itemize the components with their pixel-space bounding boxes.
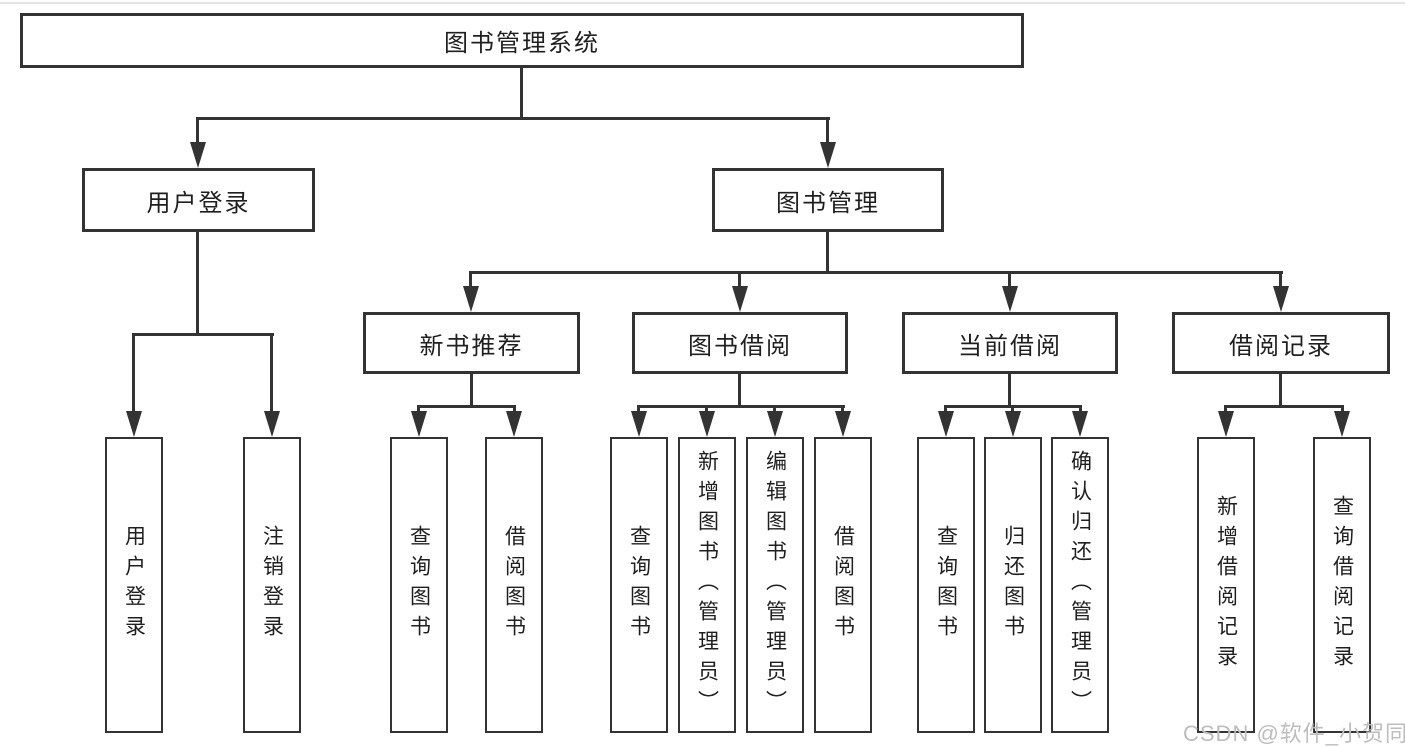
connector-borrowrecord-drop [1279, 271, 1282, 289]
arrow-down-icon [264, 411, 280, 437]
connector-leaf-drop [1341, 405, 1344, 415]
node-borrow-books-borrowing: 借阅图书 [814, 437, 872, 733]
node-label: 图书借阅 [688, 332, 792, 360]
connector-bookborrow-stem [738, 374, 741, 407]
node-label: 用户登录 [146, 189, 251, 217]
node-book-management: 图书管理 [712, 168, 944, 232]
connector-leaf-drop [1011, 405, 1014, 415]
arrow-down-icon [699, 411, 715, 437]
connector-root-stem [520, 68, 523, 118]
node-query-books-borrowing: 查询图书 [610, 437, 668, 733]
arrow-down-icon [190, 142, 206, 168]
arrow-down-icon [938, 411, 954, 437]
arrow-down-icon [1334, 411, 1350, 437]
arrow-down-icon [1273, 286, 1289, 312]
connector-root-hbar [196, 117, 830, 120]
connector-bookmgmt-stem [826, 232, 829, 274]
connector-userlogin-hbar [132, 333, 274, 336]
node-label: 新增借阅记录 [1214, 495, 1238, 675]
connector-leaf-drop [773, 405, 776, 415]
arrow-down-icon [732, 286, 748, 312]
arrow-down-icon [126, 411, 142, 437]
node-label: 确认归还（管理员） [1068, 450, 1092, 720]
node-new-book-recommend: 新书推荐 [363, 312, 580, 374]
connector-login-leaf-drop [132, 333, 135, 413]
node-label: 新增图书（管理员） [695, 450, 719, 720]
node-borrow-books-recommend: 借阅图书 [485, 437, 543, 733]
arrow-down-icon [1218, 411, 1234, 437]
arrow-down-icon [1002, 286, 1018, 312]
arrow-down-icon [835, 411, 851, 437]
node-label: 图书管理系统 [444, 30, 600, 57]
connector-leaf-drop [1079, 405, 1082, 415]
node-query-books-recommend: 查询图书 [390, 437, 448, 733]
connector-userlogin-drop [196, 117, 199, 147]
arrow-down-icon [1005, 411, 1021, 437]
connector-borrowrecord-stem [1279, 374, 1282, 407]
node-label: 查询图书 [407, 525, 431, 645]
node-label: 编辑图书（管理员） [763, 450, 787, 720]
node-label: 查询图书 [934, 525, 958, 645]
node-add-book-admin: 新增图书（管理员） [678, 437, 736, 733]
node-label: 归还图书 [1001, 525, 1025, 645]
node-label: 当前借阅 [958, 332, 1062, 360]
node-library-management-system: 图书管理系统 [20, 13, 1024, 68]
arrow-down-icon [411, 411, 427, 437]
connector-userlogin-stem [196, 232, 199, 335]
node-query-books-current: 查询图书 [917, 437, 975, 733]
connector-leaf-drop [1224, 405, 1227, 415]
node-label: 借阅图书 [831, 525, 855, 645]
node-return-book: 归还图书 [984, 437, 1042, 733]
connector-currentborrow-stem [1008, 374, 1011, 407]
connector-leaf-drop [513, 405, 516, 415]
node-user-login-leaf: 用户登录 [105, 437, 163, 733]
node-label: 注销登录 [260, 525, 284, 645]
connector-leaf-drop [637, 405, 640, 415]
connector-leaf-drop [841, 405, 844, 415]
connector-bookmgmt-hbar [469, 271, 1283, 274]
node-label: 查询图书 [627, 525, 651, 645]
node-label: 用户登录 [122, 525, 146, 645]
node-label: 借阅图书 [502, 525, 526, 645]
arrow-down-icon [463, 286, 479, 312]
node-label: 查询借阅记录 [1330, 495, 1354, 675]
arrow-down-icon [631, 411, 647, 437]
connector-borrowrecord-hbar [1224, 405, 1344, 408]
connector-leaf-drop [944, 405, 947, 415]
node-borrowing-records: 借阅记录 [1172, 312, 1390, 374]
node-edit-book-admin: 编辑图书（管理员） [746, 437, 804, 733]
connector-leaf-drop [417, 405, 420, 415]
node-user-login: 用户登录 [82, 168, 315, 232]
connector-newbook-stem [470, 374, 473, 407]
node-label: 图书管理 [776, 189, 880, 217]
connector-leaf-drop [705, 405, 708, 415]
node-current-borrowing: 当前借阅 [902, 312, 1118, 374]
node-query-borrow-record: 查询借阅记录 [1313, 437, 1371, 733]
connector-logout-leaf-drop [270, 333, 273, 413]
arrow-down-icon [767, 411, 783, 437]
node-book-borrowing: 图书借阅 [632, 312, 848, 374]
node-label: 借阅记录 [1229, 332, 1333, 360]
connector-bookmgmt-drop [826, 117, 829, 147]
csdn-watermark: CSDN @软件_小贺同学 [1183, 721, 1405, 746]
connector-currentborrow-drop [1008, 271, 1011, 289]
node-confirm-return-admin: 确认归还（管理员） [1051, 437, 1109, 733]
connector-newbook-drop [469, 271, 472, 289]
connector-newbook-hbar [417, 405, 516, 408]
node-add-borrow-record: 新增借阅记录 [1197, 437, 1255, 733]
node-label: 新书推荐 [419, 332, 524, 360]
node-logout-leaf: 注销登录 [243, 437, 301, 733]
arrow-down-icon [506, 411, 522, 437]
connector-bookborrow-drop [738, 271, 741, 289]
page-top-edge-line [0, 2, 1405, 4]
arrow-down-icon [820, 142, 836, 168]
arrow-down-icon [1072, 411, 1088, 437]
connector-bookborrow-hbar [637, 405, 845, 408]
